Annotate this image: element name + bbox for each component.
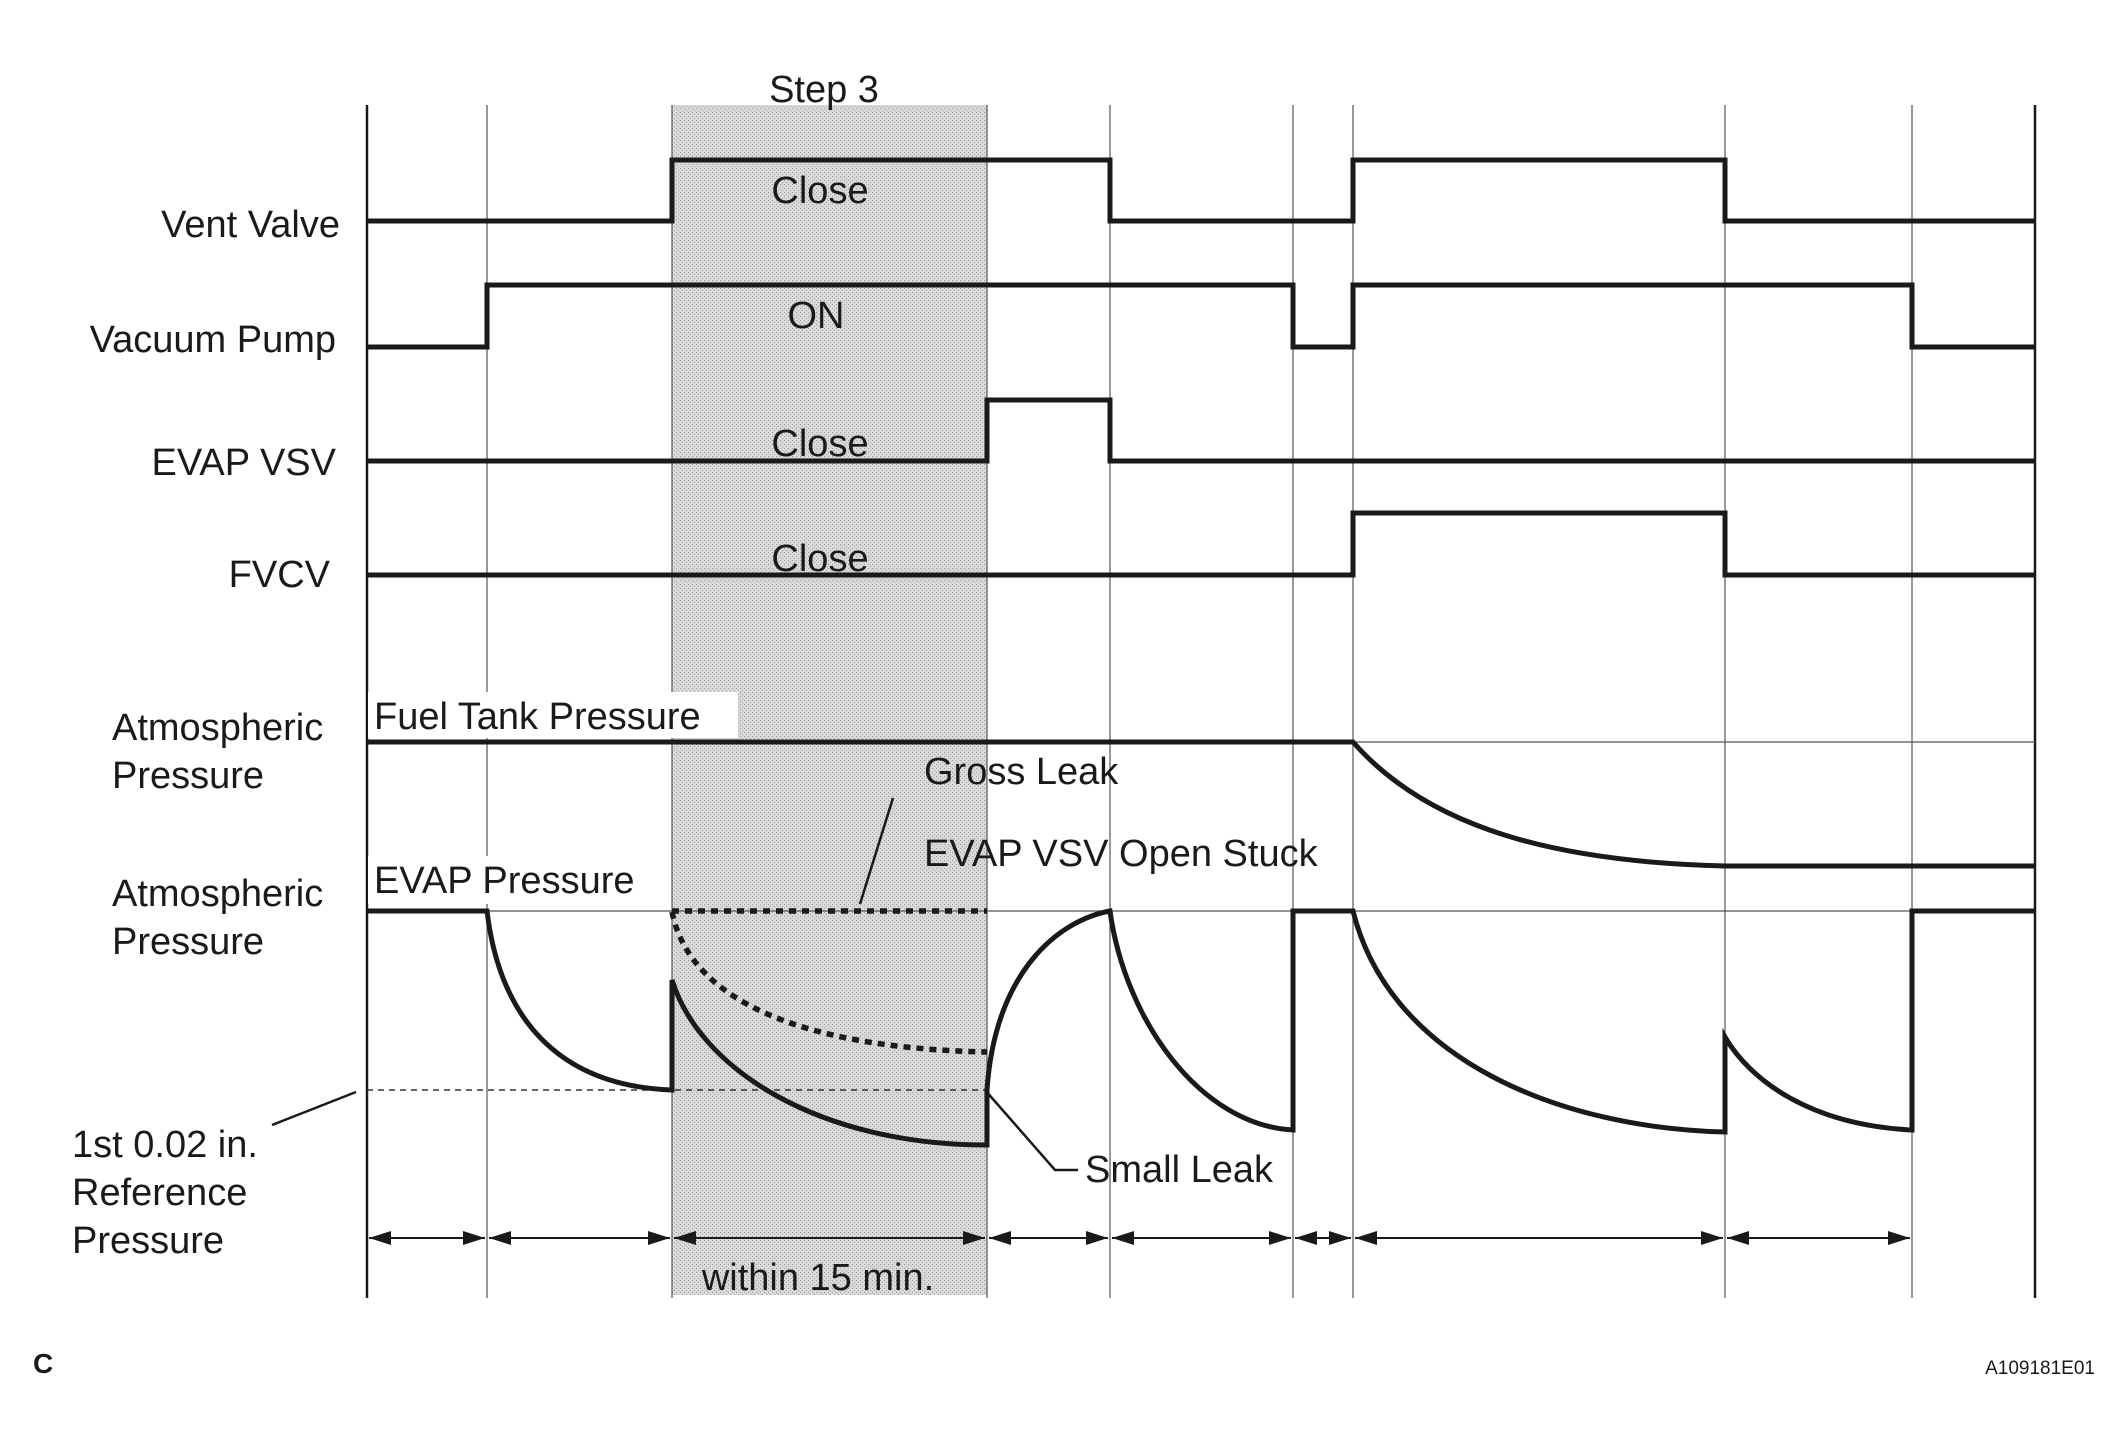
- duration-arrowhead-left: [1727, 1231, 1749, 1245]
- duration-arrowhead-left: [489, 1231, 511, 1245]
- reference-label-3: Pressure: [72, 1220, 224, 1262]
- reference-label-1: 1st 0.02 in.: [72, 1124, 258, 1166]
- fvcv-label: FVCV: [229, 554, 331, 596]
- reference-label-2: Reference: [72, 1172, 247, 1214]
- duration-arrowhead-right: [1888, 1231, 1910, 1245]
- evap-label-background: [368, 856, 658, 904]
- duration-arrowhead-left: [674, 1231, 696, 1245]
- gross-leak-leader: [858, 797, 895, 905]
- within-15-min-label: within 15 min.: [701, 1257, 934, 1299]
- evap-vsv-state: Close: [771, 423, 868, 465]
- duration-arrowhead-right: [1329, 1231, 1351, 1245]
- fvcv-state: Close: [771, 538, 868, 580]
- evap-atmospheric-label-2: Pressure: [112, 921, 264, 963]
- evap-vsv-open-stuck-label: EVAP VSV Open Stuck: [924, 833, 1319, 875]
- vacuum-pump-trace: [367, 282, 2035, 350]
- fvcv-trace: [367, 510, 2035, 578]
- evap-atmospheric-label-1: Atmospheric: [112, 873, 323, 915]
- small-leak-label: Small Leak: [1085, 1149, 1274, 1191]
- step-3-label: Step 3: [769, 69, 879, 111]
- vent-valve-state: Close: [771, 170, 868, 212]
- duration-arrowhead-left: [1355, 1231, 1377, 1245]
- duration-arrowhead-right: [963, 1231, 985, 1245]
- figure-code: A109181E01: [1985, 1358, 2095, 1379]
- duration-arrowhead-right: [1701, 1231, 1723, 1245]
- vacuum-pump-label: Vacuum Pump: [90, 319, 336, 361]
- duration-arrowhead-left: [1112, 1231, 1134, 1245]
- vent-valve-trace: [367, 157, 2035, 224]
- reference-leader: [271, 1090, 357, 1127]
- duration-arrowhead-right: [1086, 1231, 1108, 1245]
- duration-arrowhead-left: [989, 1231, 1011, 1245]
- corner-letter: C: [33, 1348, 53, 1379]
- duration-arrowhead-right: [1269, 1231, 1291, 1245]
- duration-arrowhead-left: [369, 1231, 391, 1245]
- duration-arrows: [369, 1231, 1910, 1245]
- fuel-tank-pressure-label: Fuel Tank Pressure: [374, 696, 701, 738]
- evap-vsv-trace: [367, 397, 2035, 464]
- fuel-tank-pressure-trace: [367, 739, 2035, 869]
- evap-vsv-open-stuck-trace: [669, 911, 988, 1055]
- gross-leak-label: Gross Leak: [924, 751, 1119, 793]
- evap-vsv-label: EVAP VSV: [152, 442, 337, 484]
- fuel-tank-atmospheric-label-1: Atmospheric: [112, 707, 323, 749]
- duration-arrowhead-right: [648, 1231, 670, 1245]
- duration-arrowhead-right: [463, 1231, 485, 1245]
- evap-pressure-label: EVAP Pressure: [374, 860, 635, 902]
- vent-valve-label: Vent Valve: [161, 204, 340, 246]
- small-leak-leader: [984, 1089, 1078, 1172]
- vacuum-pump-state: ON: [788, 295, 845, 337]
- fuel-tank-atmospheric-label-2: Pressure: [112, 755, 264, 797]
- fuel-tank-label-background: [368, 692, 738, 738]
- duration-arrowhead-left: [1295, 1231, 1317, 1245]
- evap-pressure-trace: [367, 908, 2035, 1148]
